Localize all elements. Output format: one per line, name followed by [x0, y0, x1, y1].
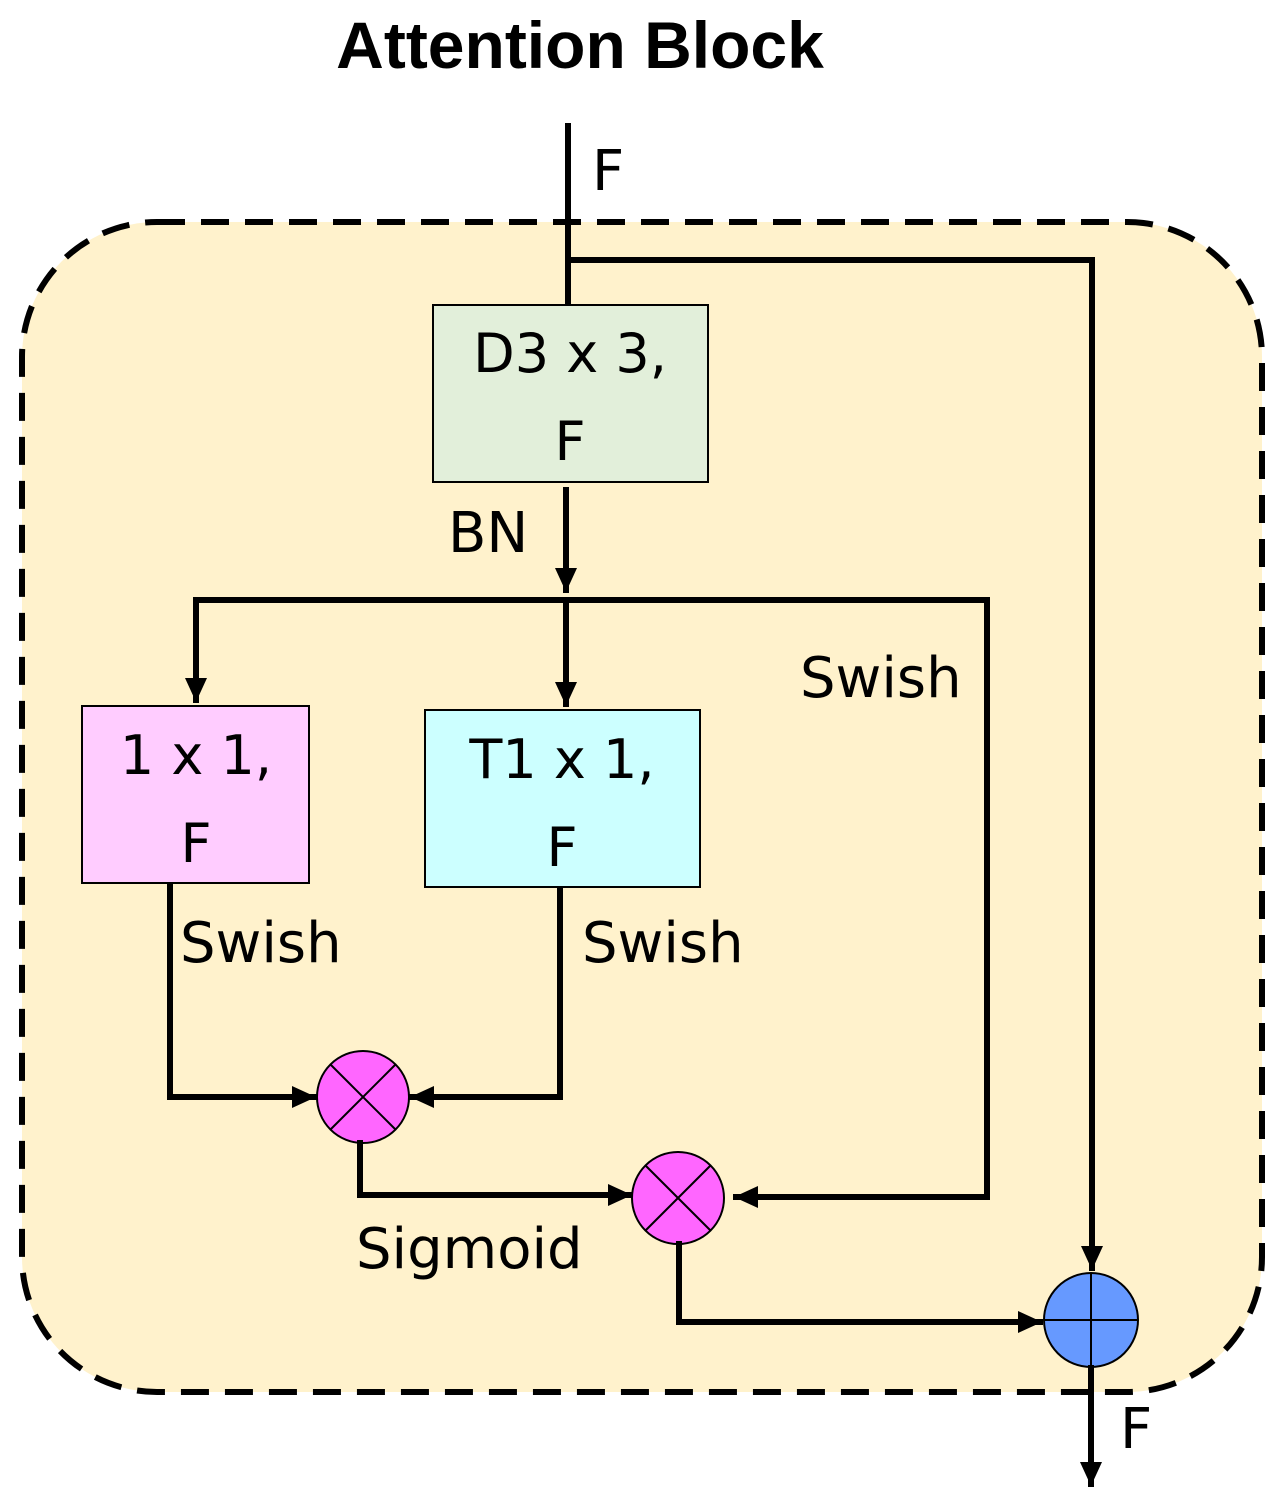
multiply-1-operator	[316, 1050, 410, 1144]
depthwise-conv-block: D3 x 3, F	[432, 304, 709, 483]
pointwise-output-line	[167, 882, 317, 1108]
swish-middle-label: Swish	[582, 911, 744, 976]
diagram-title: Attention Block	[336, 8, 824, 82]
transposed-output-line	[409, 886, 563, 1108]
skip-connection-line	[565, 257, 1103, 1271]
branch-right-line	[733, 597, 990, 1208]
pointwise-conv-block: 1 x 1, F	[81, 705, 310, 884]
depthwise-line1: D3 x 3,	[473, 322, 667, 385]
add-operator	[1043, 1272, 1139, 1368]
swish-right-label: Swish	[800, 646, 962, 711]
depthwise-line2: F	[554, 410, 585, 473]
pointwise-line1: 1 x 1,	[120, 724, 272, 787]
multiply-to-add-line	[676, 1241, 1043, 1333]
bn-label: BN	[448, 501, 528, 566]
sigmoid-label: Sigmoid	[356, 1217, 583, 1282]
swish-left-label: Swish	[180, 911, 342, 976]
output-label: F	[1120, 1397, 1152, 1462]
input-label: F	[592, 139, 624, 204]
transposed-conv-block: T1 x 1, F	[424, 709, 701, 888]
transposed-line1: T1 x 1,	[468, 728, 654, 791]
sigmoid-line	[357, 1140, 633, 1206]
pointwise-line2: F	[180, 812, 211, 875]
multiply-2-operator	[631, 1151, 725, 1245]
transposed-line2: F	[546, 816, 577, 879]
